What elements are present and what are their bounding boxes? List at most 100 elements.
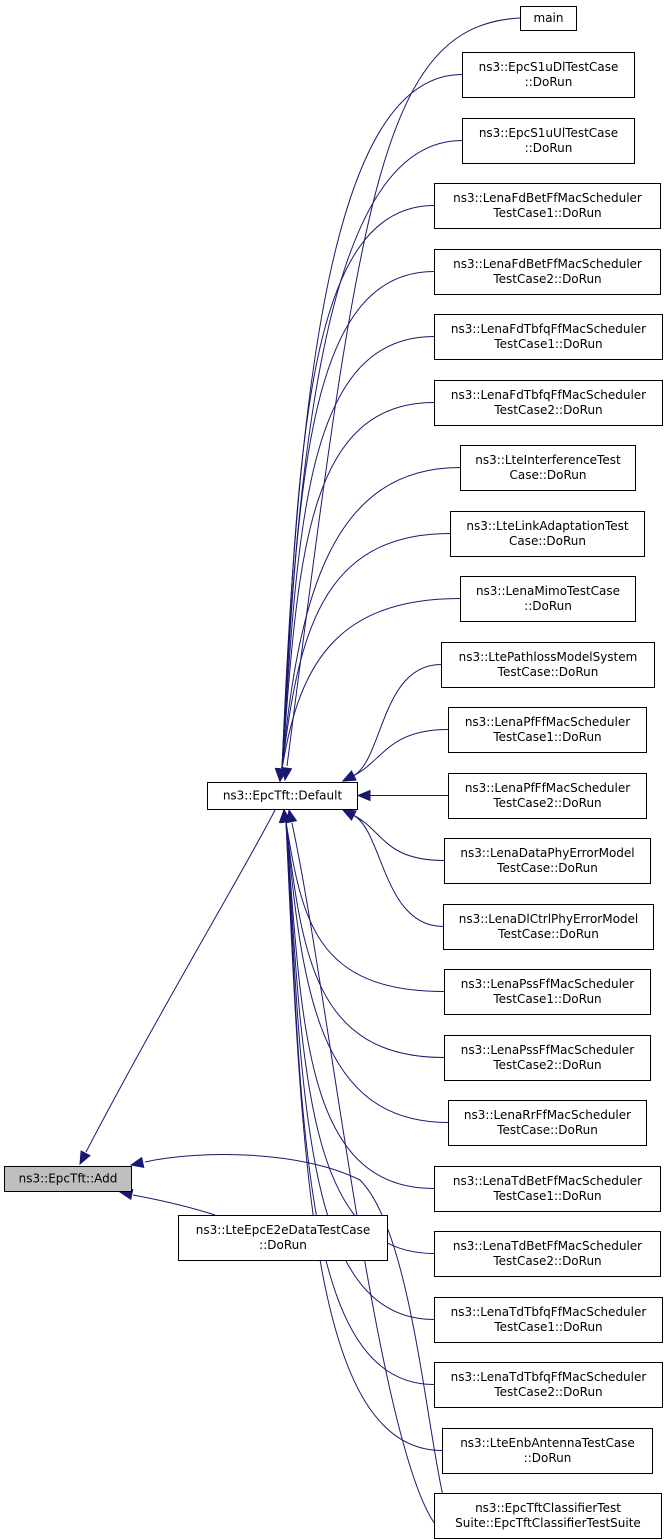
node-label-pss2-line1: ns3::LenaPssFfMacScheduler <box>461 1043 634 1057</box>
node-box-default[interactable] <box>207 782 358 810</box>
node-box-pathloss[interactable] <box>441 642 655 688</box>
node-box-interf[interactable] <box>460 445 636 491</box>
node-box-fdtbfq2[interactable] <box>434 380 663 426</box>
node-tdbet1[interactable]: ns3::LenaTdBetFfMacSchedulerTestCase1::D… <box>434 1166 661 1212</box>
node-label-antenna-line2: ::DoRun <box>524 1451 572 1465</box>
node-box-tdbet2[interactable] <box>434 1231 661 1277</box>
node-label-e2e-line1: ns3::LteEpcE2eDataTestCase <box>196 1223 370 1237</box>
node-dataphy[interactable]: ns3::LenaDataPhyErrorModelTestCase::DoRu… <box>444 838 651 884</box>
node-label-tdtbfq1-line1: ns3::LenaTdTbfqFfMacScheduler <box>451 1305 647 1319</box>
node-tdbet2[interactable]: ns3::LenaTdBetFfMacSchedulerTestCase2::D… <box>434 1231 661 1277</box>
node-label-pf2-line2: TestCase2::DoRun <box>492 796 601 810</box>
node-box-e2e[interactable] <box>178 1215 388 1261</box>
node-box-tdtbfq1[interactable] <box>434 1297 663 1343</box>
arrowhead-mimo-to-default <box>276 767 288 783</box>
node-box-pss1[interactable] <box>444 969 651 1015</box>
node-box-mimo[interactable] <box>460 576 636 622</box>
node-label-s1udl-line1: ns3::EpcS1uDlTestCase <box>479 60 619 74</box>
node-box-dlctrl[interactable] <box>443 904 654 950</box>
node-box-fdbet1[interactable] <box>434 183 661 229</box>
node-box-classifier[interactable] <box>434 1493 662 1539</box>
node-fdtbfq2[interactable]: ns3::LenaFdTbfqFfMacSchedulerTestCase2::… <box>434 380 663 426</box>
node-box-pss2[interactable] <box>444 1035 651 1081</box>
node-label-main-line1: main <box>534 11 564 25</box>
node-default[interactable]: ns3::EpcTft::Default <box>207 782 358 810</box>
node-label-interf-line2: Case::DoRun <box>509 468 586 482</box>
edge-linkadapt-to-default <box>281 533 451 770</box>
node-box-rr[interactable] <box>448 1100 647 1146</box>
node-tdtbfq1[interactable]: ns3::LenaTdTbfqFfMacSchedulerTestCase1::… <box>434 1297 663 1343</box>
node-label-fdbet1-line1: ns3::LenaFdBetFfMacScheduler <box>453 191 642 205</box>
node-label-pss1-line1: ns3::LenaPssFfMacScheduler <box>461 977 634 991</box>
node-label-tdbet2-line1: ns3::LenaTdBetFfMacScheduler <box>453 1239 642 1253</box>
node-box-add[interactable] <box>4 1166 132 1192</box>
node-pss2[interactable]: ns3::LenaPssFfMacSchedulerTestCase2::DoR… <box>444 1035 651 1081</box>
arrowhead-default-to-add <box>79 1150 91 1166</box>
node-label-s1uul-line1: ns3::EpcS1uUlTestCase <box>479 126 618 140</box>
node-box-tdtbfq2[interactable] <box>434 1362 663 1408</box>
node-pss1[interactable]: ns3::LenaPssFfMacSchedulerTestCase1::DoR… <box>444 969 651 1015</box>
node-label-pf1-line2: TestCase1::DoRun <box>492 730 601 744</box>
node-label-fdtbfq2-line2: TestCase2::DoRun <box>493 403 602 417</box>
node-label-fdbet1-line2: TestCase1::DoRun <box>492 206 601 220</box>
node-s1udl[interactable]: ns3::EpcS1uDlTestCase::DoRun <box>462 52 635 98</box>
node-label-fdtbfq1-line1: ns3::LenaFdTbfqFfMacScheduler <box>451 322 646 336</box>
node-pf1[interactable]: ns3::LenaPfFfMacSchedulerTestCase1::DoRu… <box>448 707 647 753</box>
node-label-classifier-line1: ns3::EpcTftClassifierTest <box>475 1501 621 1515</box>
node-box-dataphy[interactable] <box>444 838 651 884</box>
node-dlctrl[interactable]: ns3::LenaDlCtrlPhyErrorModelTestCase::Do… <box>443 904 654 950</box>
edge-pss1-to-default <box>285 821 445 992</box>
edge-e2e-to-add <box>132 1194 216 1216</box>
node-e2e[interactable]: ns3::LteEpcE2eDataTestCase::DoRun <box>178 1215 388 1261</box>
node-box-s1udl[interactable] <box>462 52 635 98</box>
edge-tdtbfq2-to-default <box>285 821 435 1385</box>
node-box-s1uul[interactable] <box>462 118 635 164</box>
node-classifier[interactable]: ns3::EpcTftClassifierTestSuite::EpcTftCl… <box>434 1493 662 1539</box>
node-mimo[interactable]: ns3::LenaMimoTestCase::DoRun <box>460 576 636 622</box>
arrowhead-pf2-to-default <box>356 789 371 802</box>
node-layer: ns3::EpcTft::Addns3::EpcTft::Defaultns3:… <box>4 6 663 1539</box>
node-box-fdbet2[interactable] <box>434 249 661 295</box>
node-pathloss[interactable]: ns3::LtePathlossModelSystemTestCase::DoR… <box>441 642 655 688</box>
node-fdtbfq1[interactable]: ns3::LenaFdTbfqFfMacSchedulerTestCase1::… <box>434 314 663 360</box>
edge-tdbet1-to-default <box>285 821 435 1189</box>
arrowhead-pf1-to-default <box>341 770 357 782</box>
node-s1uul[interactable]: ns3::EpcS1uUlTestCase::DoRun <box>462 118 635 164</box>
node-tdtbfq2[interactable]: ns3::LenaTdTbfqFfMacSchedulerTestCase2::… <box>434 1362 663 1408</box>
edge-pf1-to-default <box>352 729 449 777</box>
node-fdbet2[interactable]: ns3::LenaFdBetFfMacSchedulerTestCase2::D… <box>434 249 661 295</box>
node-box-tdbet1[interactable] <box>434 1166 661 1212</box>
node-label-fdtbfq1-line2: TestCase1::DoRun <box>493 337 602 351</box>
arrowhead-dlctrl-to-default <box>341 809 357 821</box>
node-label-pss1-line2: TestCase1::DoRun <box>492 992 601 1006</box>
node-box-linkadapt[interactable] <box>450 511 645 557</box>
node-box-fdtbfq1[interactable] <box>434 314 663 360</box>
node-label-pathloss-line2: TestCase::DoRun <box>497 665 599 679</box>
edge-layer <box>79 17 521 1531</box>
node-label-tdbet1-line2: TestCase1::DoRun <box>492 1189 601 1203</box>
edge-classifier-to-add <box>144 1154 456 1531</box>
node-label-s1uul-line2: ::DoRun <box>525 141 573 155</box>
node-label-pf1-line1: ns3::LenaPfFfMacScheduler <box>465 715 630 729</box>
node-add[interactable]: ns3::EpcTft::Add <box>4 1166 132 1192</box>
node-label-tdbet2-line2: TestCase2::DoRun <box>492 1254 601 1268</box>
node-antenna[interactable]: ns3::LteEnbAntennaTestCase::DoRun <box>442 1428 653 1474</box>
node-box-antenna[interactable] <box>442 1428 653 1474</box>
edge-fdbet2-to-default <box>281 271 435 770</box>
node-fdbet1[interactable]: ns3::LenaFdBetFfMacSchedulerTestCase1::D… <box>434 183 661 229</box>
node-pf2[interactable]: ns3::LenaPfFfMacSchedulerTestCase2::DoRu… <box>448 773 647 819</box>
node-box-pf1[interactable] <box>448 707 647 753</box>
node-label-dlctrl-line1: ns3::LenaDlCtrlPhyErrorModel <box>459 912 639 926</box>
node-label-rr-line2: TestCase::DoRun <box>496 1123 598 1137</box>
edge-tdbet2-to-default <box>285 821 435 1254</box>
node-box-pf2[interactable] <box>448 773 647 819</box>
node-label-classifier-line2: Suite::EpcTftClassifierTestSuite <box>455 1516 641 1530</box>
node-label-fdbet2-line2: TestCase2::DoRun <box>492 272 601 286</box>
node-label-tdtbfq2-line2: TestCase2::DoRun <box>493 1385 602 1399</box>
node-main[interactable]: main <box>520 6 577 31</box>
node-label-mimo-line2: ::DoRun <box>524 599 572 613</box>
node-box-main[interactable] <box>520 6 577 31</box>
